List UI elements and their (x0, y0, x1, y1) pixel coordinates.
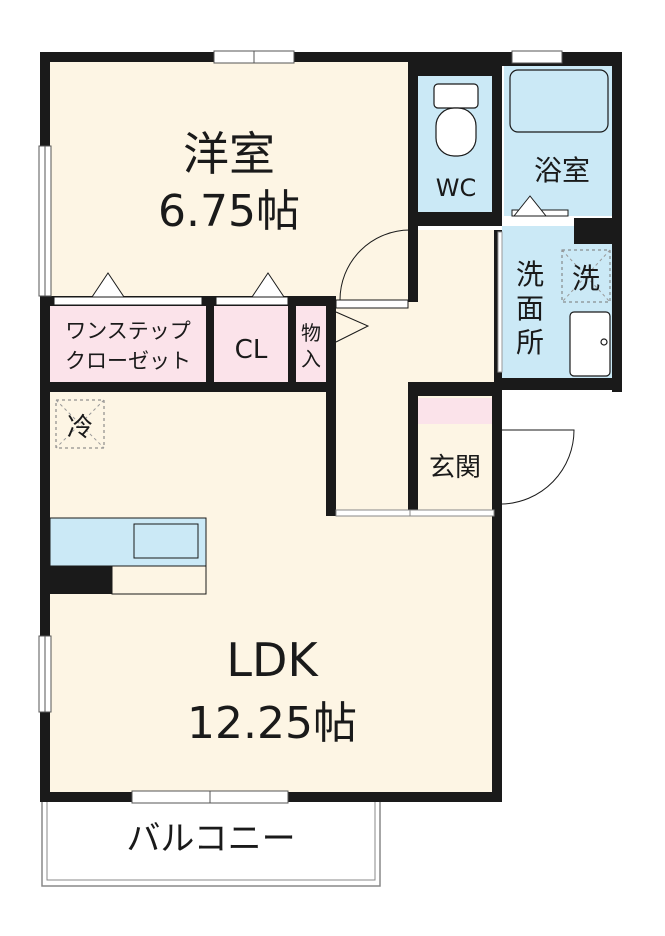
bathtub (509, 69, 609, 133)
ldk-size: 12.25帖 (187, 698, 357, 749)
wash-basin (569, 311, 611, 377)
ldk-name: LDK (226, 633, 319, 687)
one-step-closet-label-1: ワンステップ (65, 319, 191, 343)
washer-label: 洗 (572, 262, 600, 295)
windows (38, 50, 563, 804)
one-step-closet-floor (50, 306, 206, 382)
entrance-shoe-box (418, 398, 492, 424)
washroom-label-1: 洗 (516, 258, 544, 291)
closet-label: CL (235, 335, 268, 365)
storage-label-1: 物 (301, 321, 321, 345)
fridge-label: 冷 (67, 413, 93, 443)
balcony (41, 799, 381, 887)
fridge-space (55, 399, 105, 449)
entrance-floor (418, 428, 492, 510)
doors (335, 229, 575, 517)
storage-label-2: 入 (301, 347, 321, 371)
western-room-name: 洋室 (183, 127, 275, 181)
closet-floor (214, 306, 290, 382)
closet-door-marks (53, 195, 569, 306)
one-step-closet-label-2: クローゼット (65, 349, 191, 373)
bath-label: 浴室 (534, 154, 590, 187)
balcony-label: バルコニー (126, 819, 295, 859)
kitchen-counter (49, 517, 207, 595)
washroom-label-2: 面 (516, 292, 544, 325)
wc-label: WC (436, 174, 477, 202)
washroom-label-3: 所 (516, 326, 544, 359)
washer-space (561, 249, 611, 303)
western-room-size: 6.75帖 (158, 186, 300, 237)
toilet (433, 83, 479, 157)
storage-floor (296, 306, 326, 382)
entrance-label: 玄関 (429, 453, 481, 483)
